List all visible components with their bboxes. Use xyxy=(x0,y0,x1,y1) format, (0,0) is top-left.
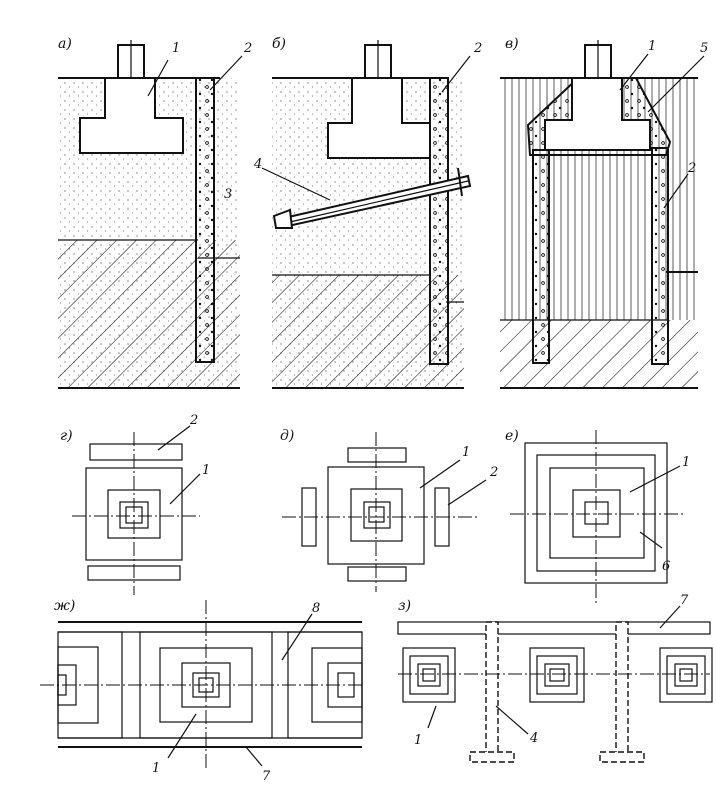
callout-d-1: 1 xyxy=(462,445,470,460)
callout-zh-8: 8 xyxy=(312,601,320,616)
panel-e-label: е) xyxy=(505,428,519,444)
callout-z-7: 7 xyxy=(680,593,689,608)
callout-b-2: 2 xyxy=(473,41,482,56)
panel-g xyxy=(72,432,200,595)
callout-d-2: 2 xyxy=(489,465,498,480)
callout-a-1: 1 xyxy=(172,41,180,56)
panel-z xyxy=(397,621,713,763)
callout-v-5: 5 xyxy=(700,41,708,56)
callout-g-2: 2 xyxy=(189,413,198,428)
callout-z-4: 4 xyxy=(529,731,538,746)
panel-g-label: г) xyxy=(60,428,73,444)
callout-b-4: 4 xyxy=(253,157,262,172)
panel-a-label: а) xyxy=(58,36,72,52)
panel-e xyxy=(510,430,686,604)
panel-v-label: в) xyxy=(505,36,519,52)
panel-d-label: д) xyxy=(280,428,294,444)
callout-a-3: 3 xyxy=(224,187,232,202)
panel-d xyxy=(282,432,478,592)
panel-b-label: б) xyxy=(272,36,286,52)
callout-v-1: 1 xyxy=(648,39,656,54)
callout-e-1: 1 xyxy=(682,455,690,470)
callout-g-1: 1 xyxy=(202,463,210,478)
panel-a xyxy=(58,40,240,389)
callout-a-2: 2 xyxy=(243,41,252,56)
panel-v xyxy=(500,40,698,389)
panel-z-label: з) xyxy=(398,598,411,614)
panel-b xyxy=(272,40,472,389)
callout-e-6: 6 xyxy=(662,559,670,574)
callout-v-2: 2 xyxy=(687,161,696,176)
panel-zh-label: ж) xyxy=(54,598,75,614)
callout-z-1: 1 xyxy=(414,733,422,748)
callout-zh-1: 1 xyxy=(152,761,160,776)
panel-zh xyxy=(40,600,363,770)
callout-zh-7: 7 xyxy=(262,769,271,784)
